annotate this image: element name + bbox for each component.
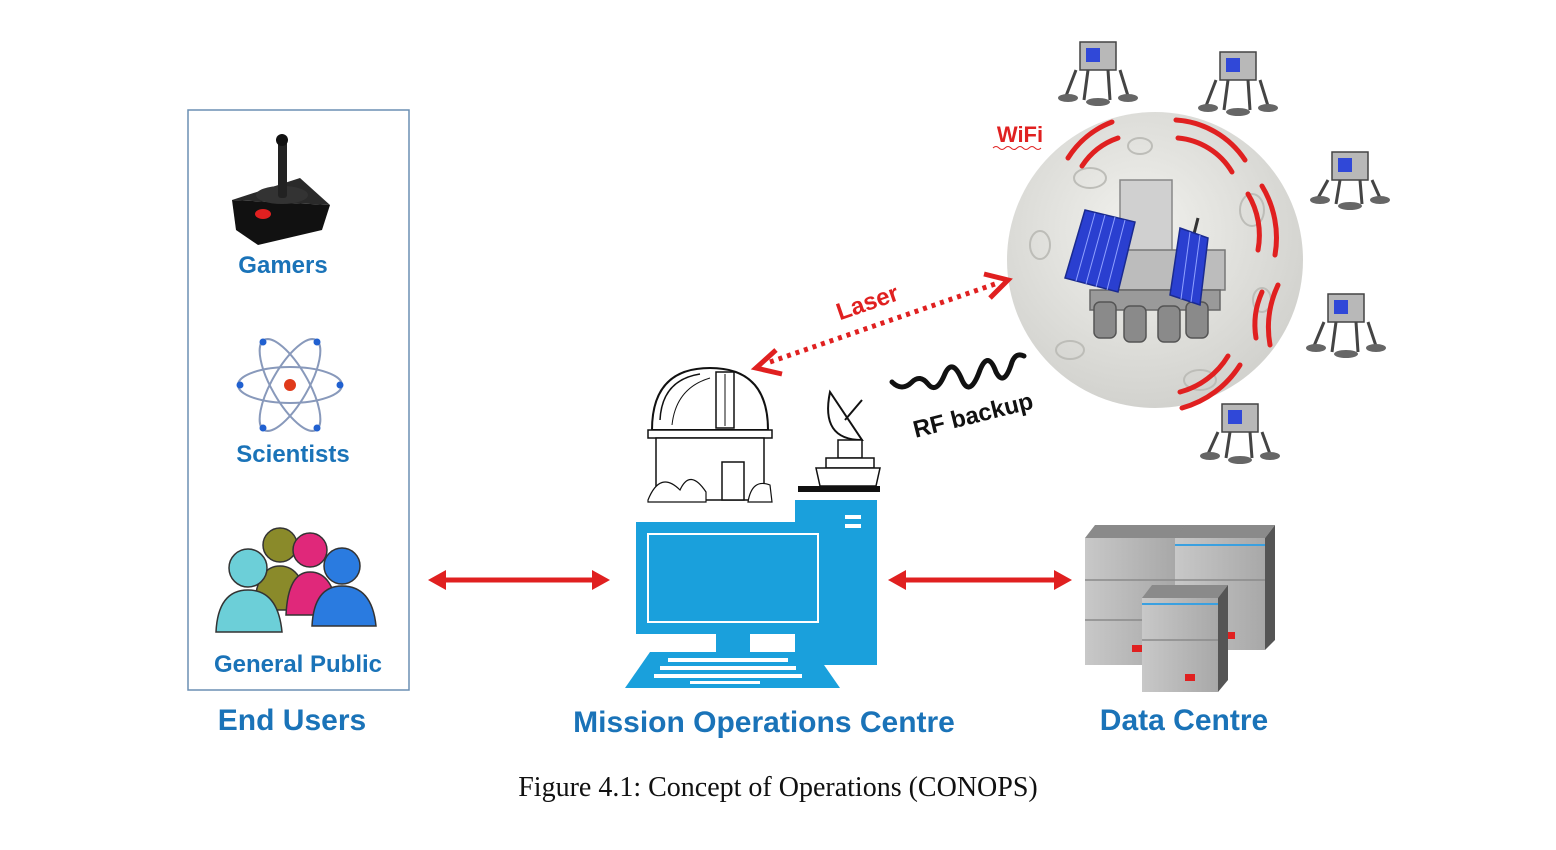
robot-icon [1198, 51, 1278, 116]
rf-wave-icon [889, 352, 1027, 391]
mission-datacentre-arrow [888, 570, 1072, 590]
robot-icon [1310, 151, 1390, 210]
users-mission-arrow [428, 570, 610, 590]
data-centre-title: Data Centre [1100, 704, 1268, 737]
general-public-label: General Public [214, 651, 382, 678]
wifi-label: WiFi [997, 122, 1043, 147]
end-users-title: End Users [218, 704, 366, 737]
robot-icon [1306, 293, 1386, 358]
wifi-underline [992, 146, 1042, 150]
laser-link-arrow [750, 271, 1013, 377]
mission-ops-title: Mission Operations Centre [573, 706, 955, 739]
rf-backup-label: RF backup [910, 388, 1036, 444]
gamers-label: Gamers [238, 252, 327, 279]
server-unit [1142, 585, 1228, 692]
radar-dish-icon [798, 389, 881, 492]
robot-icon [1058, 41, 1138, 106]
joystick-icon [232, 134, 330, 245]
wifi-signal-arcs [1065, 117, 1281, 411]
figure-caption: Figure 4.1: Concept of Operations (CONOP… [518, 772, 1038, 803]
computer-icon [625, 500, 877, 688]
people-group-icon [215, 527, 377, 633]
atom-icon [236, 338, 344, 432]
solar-panel [1064, 209, 1136, 293]
servers-icon [1085, 525, 1275, 692]
solar-panel [1169, 226, 1209, 307]
observatory-icon [647, 366, 773, 503]
robot-icon [1200, 403, 1280, 464]
rover-icon [1064, 179, 1226, 343]
scientists-label: Scientists [236, 441, 349, 468]
end-users-panel: Gamers Scientists General Public [187, 109, 410, 691]
